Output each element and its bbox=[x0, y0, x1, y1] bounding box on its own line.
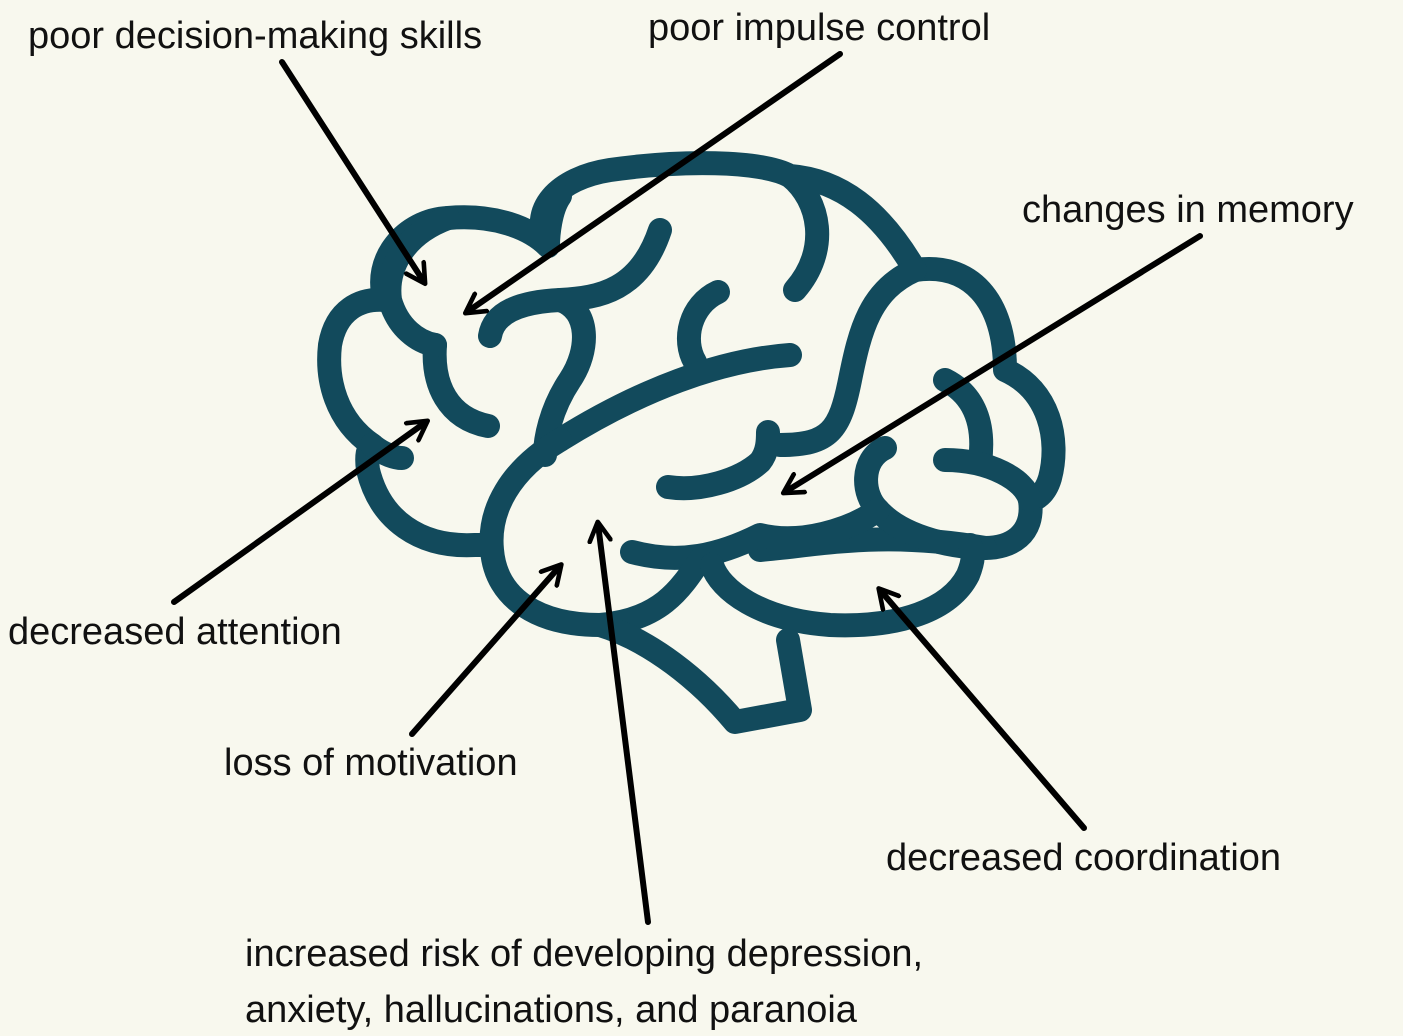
brain-fold bbox=[548, 343, 802, 452]
brain-fold bbox=[768, 258, 927, 457]
arrow-coordination bbox=[880, 590, 1087, 831]
brain-fold bbox=[360, 433, 414, 470]
label-risk-line-1: increased risk of developing depression, bbox=[245, 933, 924, 975]
brain-fold bbox=[422, 333, 500, 438]
arrow-memory bbox=[785, 233, 1203, 492]
arrows-group bbox=[171, 51, 1203, 925]
brain-fold bbox=[676, 280, 730, 374]
temporal-lobe bbox=[479, 428, 712, 637]
brain-fold bbox=[778, 164, 830, 302]
arrow-decision bbox=[279, 59, 424, 282]
brain-fold bbox=[933, 448, 1042, 512]
label-motivation: loss of motivation bbox=[224, 742, 518, 784]
label-impulse-control: poor impulse control bbox=[648, 7, 991, 49]
brain-fold bbox=[656, 420, 780, 501]
brain-fold bbox=[620, 498, 890, 570]
label-memory: changes in memory bbox=[1022, 189, 1354, 231]
label-attention: decreased attention bbox=[8, 611, 342, 653]
brain-fold bbox=[536, 184, 572, 258]
label-decision-making: poor decision-making skills bbox=[28, 15, 483, 57]
arrow-attention bbox=[171, 422, 426, 605]
brain-icon bbox=[317, 151, 1066, 734]
brain-stem bbox=[588, 613, 812, 734]
label-risk-line-2: anxiety, hallucinations, and paranoia bbox=[245, 989, 857, 1031]
brain-fold bbox=[377, 206, 460, 357]
arrow-impulse bbox=[467, 51, 843, 312]
arrow-risk bbox=[598, 524, 651, 925]
label-coordination: decreased coordination bbox=[886, 837, 1282, 879]
arrow-motivation bbox=[409, 566, 560, 737]
cerebellum bbox=[700, 533, 985, 638]
